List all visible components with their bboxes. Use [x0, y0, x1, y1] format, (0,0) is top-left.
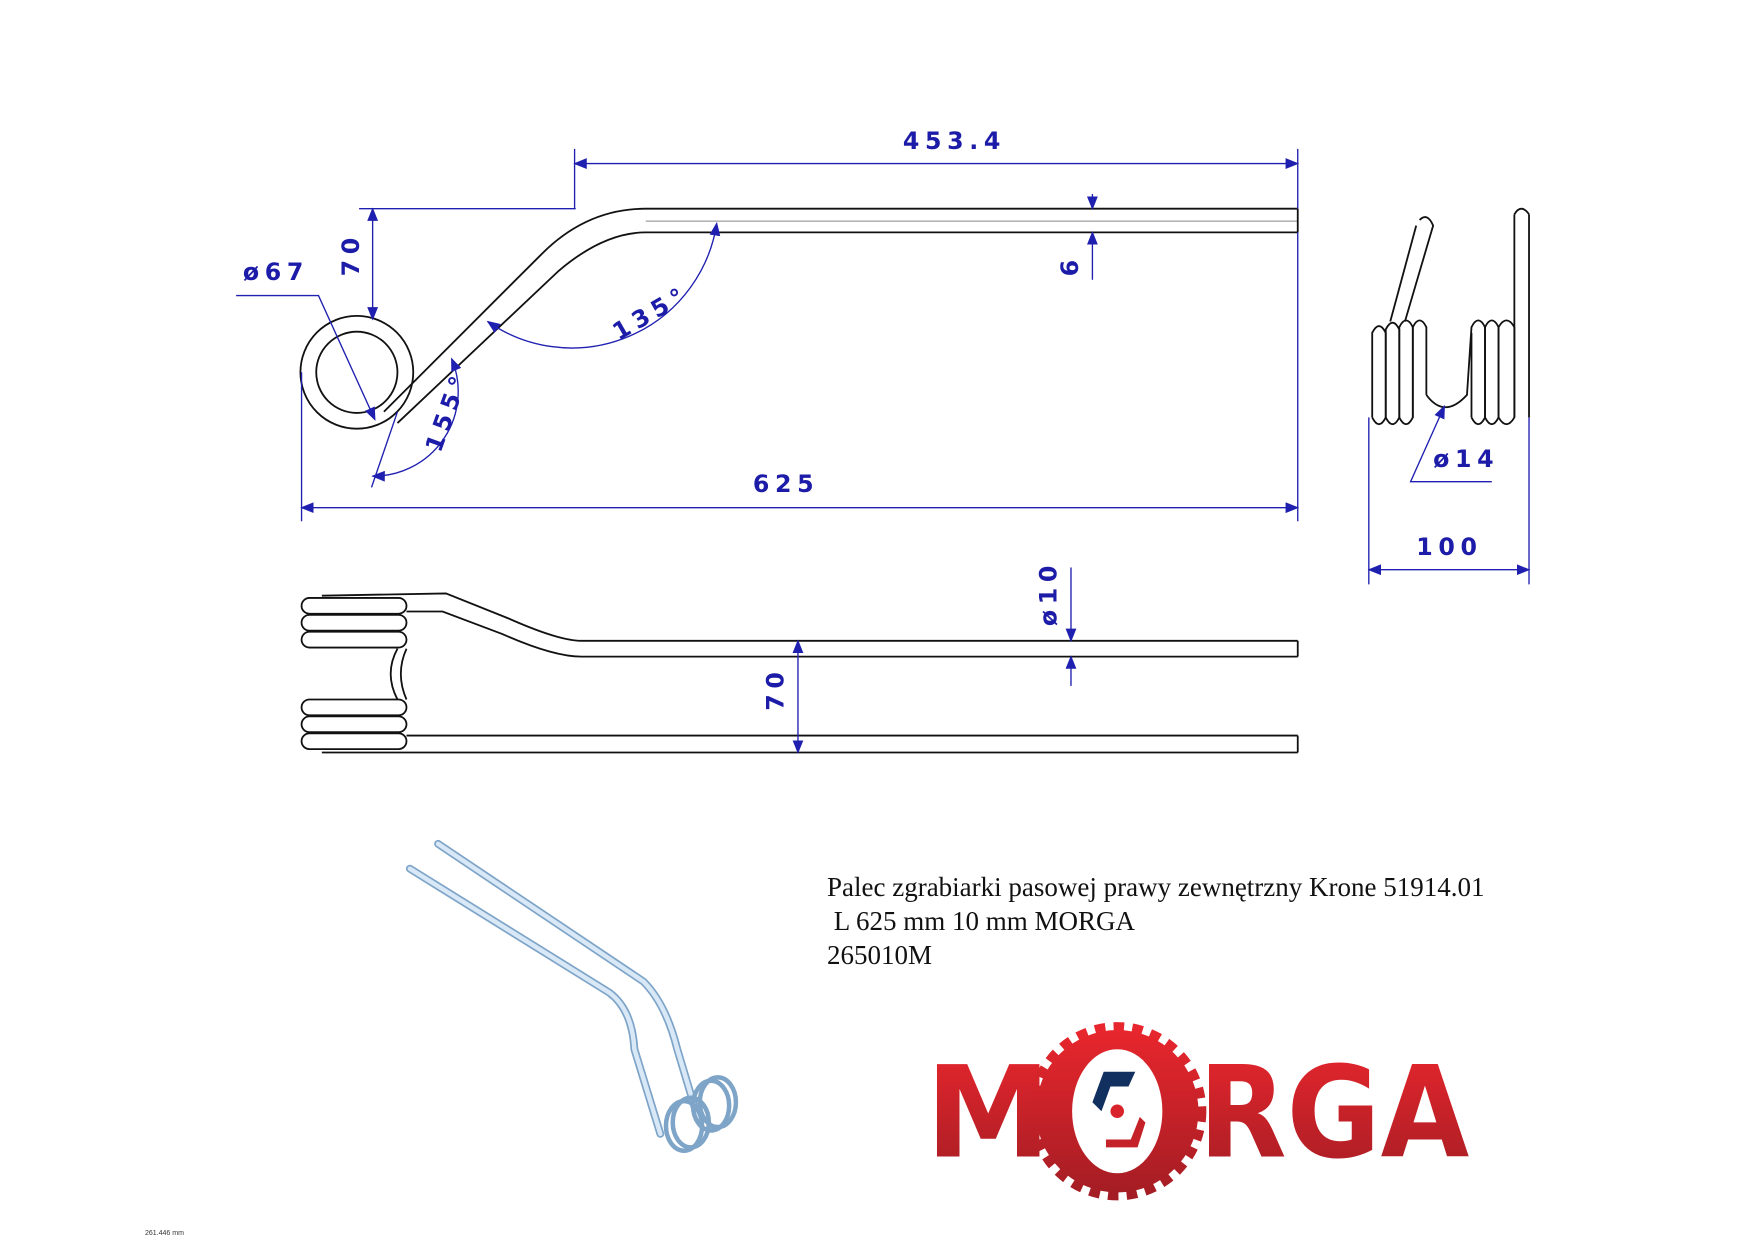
dim-6: 6 [1056, 254, 1084, 276]
dim-70-top: 70 [337, 232, 365, 276]
description-code: 265010M [827, 940, 933, 970]
coil-inner [315, 330, 399, 414]
dim-diameter-10: ø10 [1034, 560, 1062, 626]
svg-text:RGA: RGA [1198, 1039, 1469, 1186]
dim-angle-155: 155° [420, 367, 475, 455]
scale-note: 261.446 mm [145, 1230, 184, 1237]
dim-453-4: 453.4 [903, 127, 1006, 155]
dim-70-bottom: 70 [761, 667, 789, 711]
dim-100: 100 [1416, 533, 1482, 561]
morga-logo: M RGA [925, 1022, 1469, 1201]
product-description: Palec zgrabiarki pasowej prawy zewnętrzn… [827, 870, 1485, 972]
bottom-view: 70 ø10 [300, 560, 1299, 754]
top-view: 453.4 70 ø67 6 135° 155° 625 [236, 127, 1300, 522]
dim-diameter-67: ø67 [243, 258, 309, 286]
dim-angle-135: 135° [608, 280, 695, 346]
dim-diameter-14: ø14 [1433, 445, 1499, 473]
tine-3d-render [405, 839, 739, 1154]
side-view: ø14 100 [1367, 207, 1531, 585]
coil-outer [299, 314, 415, 430]
description-specs: L 625 mm 10 mm MORGA [827, 906, 1136, 936]
dim-625: 625 [753, 470, 819, 498]
description-title: Palec zgrabiarki pasowej prawy zewnętrzn… [827, 872, 1485, 902]
